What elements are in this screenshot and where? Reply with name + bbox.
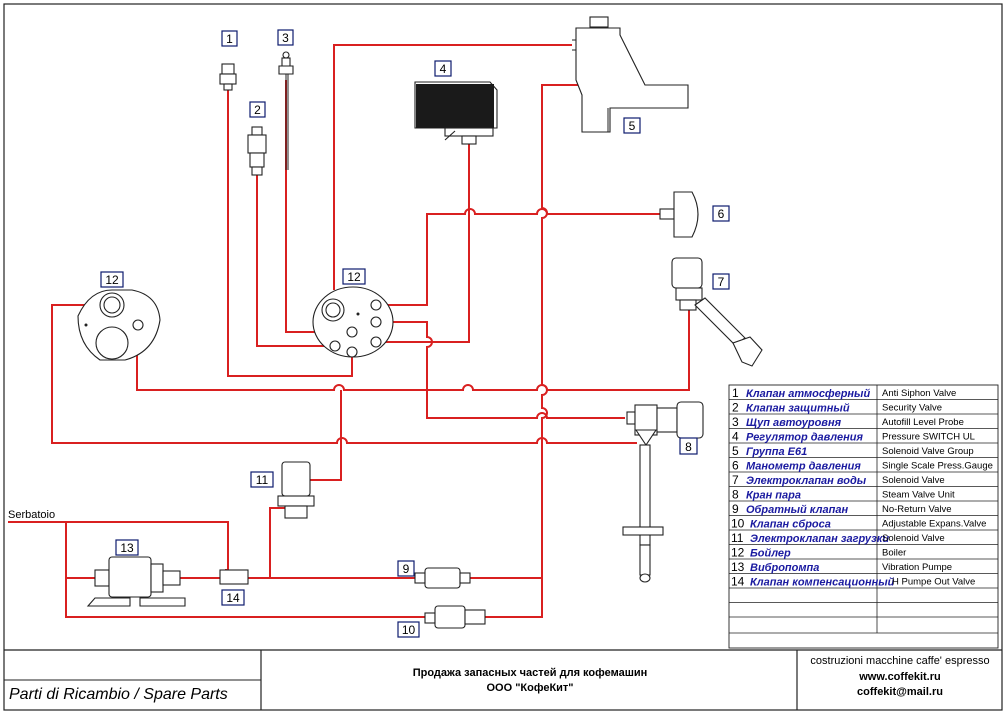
legend-ru: Щуп автоуровня bbox=[746, 417, 842, 429]
legend-num: 5 bbox=[732, 444, 739, 458]
compensating-valve bbox=[219, 569, 249, 585]
footer-center-line2: ООО "КофеКит" bbox=[486, 682, 573, 694]
callout-2: 2 bbox=[254, 103, 261, 117]
legend-en: Solenoid Valve Group bbox=[882, 446, 974, 457]
legend-num: 1 bbox=[732, 386, 739, 400]
legend-en: Single Scale Press.Gauge bbox=[882, 461, 993, 472]
legend-num: 11 bbox=[731, 531, 744, 545]
footer-center-line1: Продажа запасных частей для кофемашин bbox=[413, 667, 648, 679]
callouts: 1 2 3 4 5 6 7 8 9 10 11 12 12 13 14 bbox=[100, 29, 730, 638]
legend-ru: Манометр давления bbox=[746, 461, 861, 473]
level-probe bbox=[278, 51, 294, 170]
legend-ru: Обратный клапан bbox=[746, 504, 848, 516]
boiler-left bbox=[77, 289, 161, 361]
legend-num: 4 bbox=[732, 430, 739, 444]
callout-6: 6 bbox=[718, 207, 725, 221]
callout-12-right: 12 bbox=[347, 270, 361, 284]
footer-right-line1: costruzioni macchine caffe' espresso bbox=[810, 655, 989, 667]
pressure-switch bbox=[414, 81, 498, 145]
legend-en: Security Valve bbox=[882, 403, 942, 414]
callout-7: 7 bbox=[718, 275, 725, 289]
legend-en: Boiler bbox=[882, 548, 906, 559]
legend-num: 12 bbox=[731, 546, 745, 560]
legend-en: No-Return Valve bbox=[882, 504, 952, 515]
legend-ru: Кран пара bbox=[746, 490, 801, 502]
footer-email[interactable]: coffekit@mail.ru bbox=[857, 686, 943, 698]
legend-num: 6 bbox=[732, 459, 739, 473]
legend-ru: Вибропомпа bbox=[750, 562, 819, 574]
legend-num: 13 bbox=[731, 560, 745, 574]
legend-ru: Клапан компенсационный bbox=[750, 577, 895, 589]
legend-num: 3 bbox=[732, 415, 739, 429]
legend-ru: Клапан атмосферный bbox=[746, 388, 870, 400]
legend-num: 10 bbox=[731, 517, 745, 531]
callout-10: 10 bbox=[402, 623, 416, 637]
callout-12-left: 12 bbox=[105, 273, 119, 287]
anti-siphon-valve bbox=[219, 63, 237, 91]
callout-1: 1 bbox=[226, 32, 233, 46]
callout-13: 13 bbox=[120, 541, 134, 555]
tank-label: Serbatoio bbox=[8, 509, 55, 521]
legend-ru: Электроклапан воды bbox=[746, 475, 867, 487]
title-block: Parti di Ricambio / Spare Parts Продажа … bbox=[4, 649, 1002, 710]
legend-en: Anti Siphon Valve bbox=[882, 388, 956, 399]
callout-3: 3 bbox=[282, 31, 289, 45]
legend-ru: Бойлер bbox=[750, 548, 791, 560]
legend-num: 2 bbox=[732, 401, 739, 415]
callout-8: 8 bbox=[685, 440, 692, 454]
legend-ru: Группа Е61 bbox=[746, 446, 807, 458]
callout-5: 5 bbox=[629, 119, 636, 133]
legend-en: Autofill Level Probe bbox=[882, 417, 964, 428]
legend-ru: Клапан сброса bbox=[750, 519, 831, 531]
callout-9: 9 bbox=[403, 562, 410, 576]
callout-14: 14 bbox=[226, 591, 240, 605]
footer-left: Parti di Ricambio / Spare Parts bbox=[9, 686, 228, 703]
boiler-right bbox=[312, 286, 394, 358]
security-valve bbox=[247, 126, 267, 176]
expansion-valve bbox=[424, 605, 486, 629]
legend-num: 14 bbox=[731, 575, 745, 589]
legend-num: 9 bbox=[732, 502, 739, 516]
legend-en: Steam Valve Unit bbox=[882, 490, 955, 501]
legend-en: Solenoid Valve bbox=[882, 533, 945, 544]
callout-4: 4 bbox=[440, 62, 447, 76]
legend-en: Vibration Pumpe bbox=[882, 562, 952, 573]
no-return-valve bbox=[414, 567, 471, 589]
water-solenoid-valve bbox=[671, 257, 763, 367]
legend-en: Adjustable Expans.Valve bbox=[882, 519, 986, 530]
piping bbox=[8, 44, 690, 618]
legend-en: H Pumpe Out Valve bbox=[892, 577, 975, 588]
callout-11: 11 bbox=[256, 473, 269, 487]
legend-en: Solenoid Valve bbox=[882, 475, 945, 486]
fill-solenoid-valve bbox=[277, 461, 315, 519]
legend-en: Pressure SWITCH UL bbox=[882, 432, 975, 443]
steam-valve bbox=[622, 401, 704, 583]
legend-num: 7 bbox=[732, 473, 739, 487]
legend-table: 1 Клапан атмосферный Anti Siphon Valve 2… bbox=[728, 384, 999, 649]
sheet-frame bbox=[3, 3, 1003, 711]
legend-ru: Клапан защитный bbox=[746, 403, 850, 415]
legend-ru: Электроклапан загрузки bbox=[750, 533, 889, 545]
footer-website[interactable]: www.coffekit.ru bbox=[858, 671, 941, 683]
vibration-pump bbox=[86, 556, 186, 607]
legend-ru: Регулятор давления bbox=[746, 432, 863, 444]
e61-group bbox=[572, 16, 689, 133]
legend-num: 8 bbox=[732, 488, 739, 502]
pressure-gauge bbox=[659, 191, 699, 238]
